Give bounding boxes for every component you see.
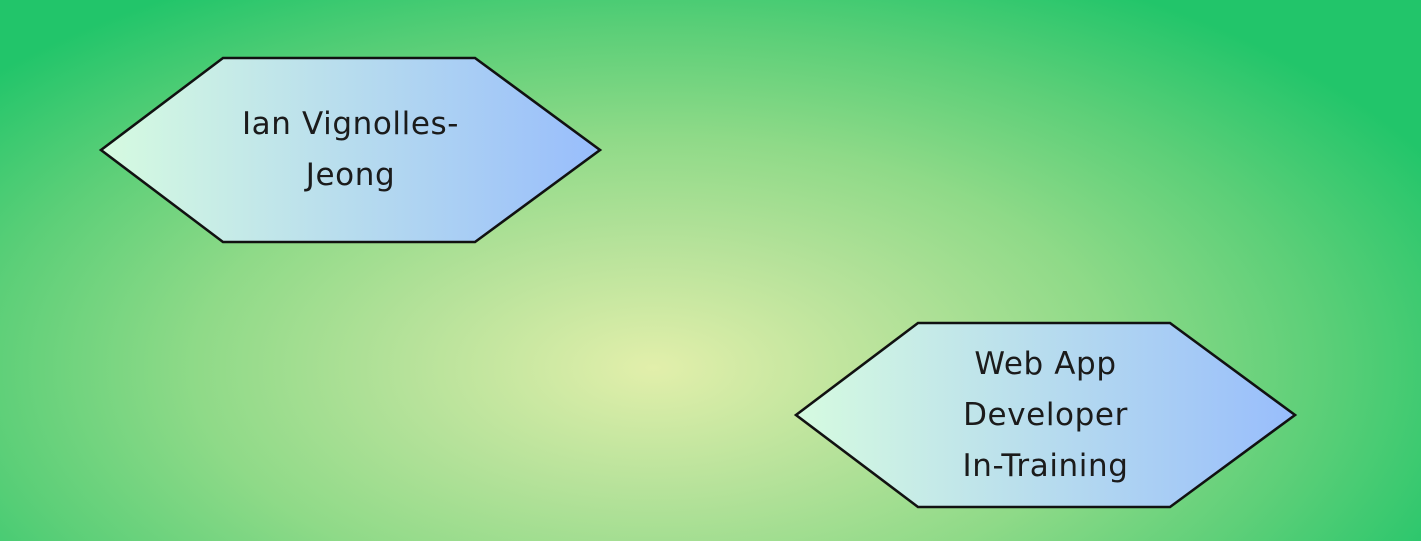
role-line-1: Web App Developer	[963, 345, 1128, 433]
hexagon-shape	[793, 321, 1298, 509]
name-line-2: Jeong	[305, 157, 396, 193]
role-hexagon: Web App Developer In-Training	[793, 321, 1298, 509]
name-line-1: Ian Vignolles-	[241, 106, 460, 142]
hexagon-shape	[98, 56, 603, 244]
name-text: Ian Vignolles- Jeong	[217, 56, 484, 244]
role-line-2: In-Training	[962, 447, 1129, 484]
name-hexagon: Ian Vignolles- Jeong	[98, 56, 603, 244]
role-text: Web App Developer In-Training	[912, 321, 1179, 509]
